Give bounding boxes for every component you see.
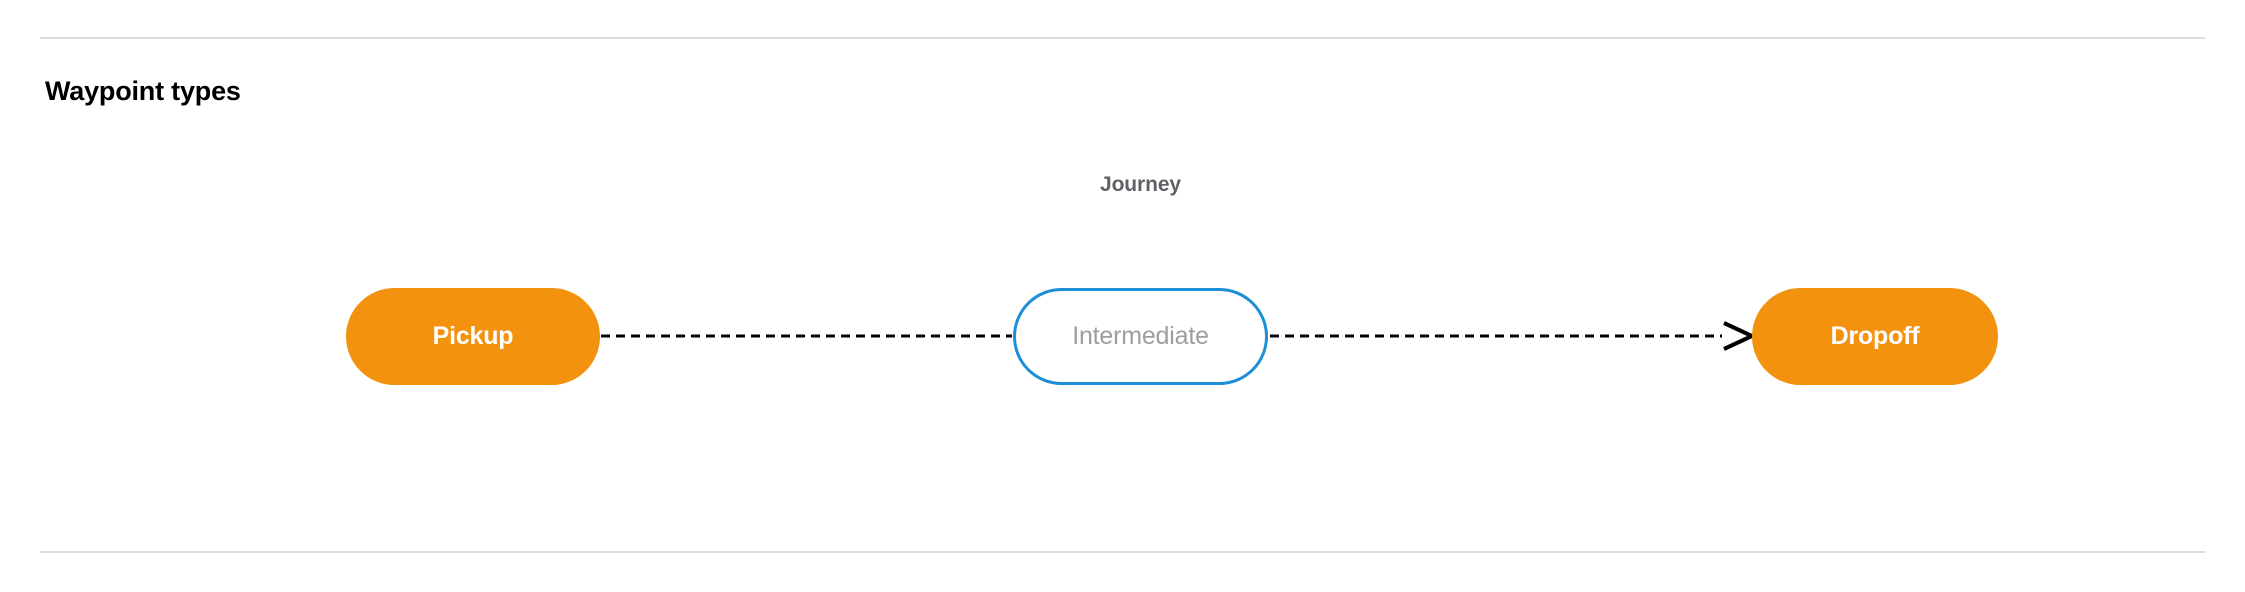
waypoint-node-intermediate[interactable]: Intermediate: [1013, 288, 1268, 385]
waypoint-node-pickup-label: Pickup: [432, 322, 514, 350]
waypoint-node-pickup[interactable]: Pickup: [346, 288, 600, 385]
arrowhead-icon: [1723, 321, 1757, 351]
journey-group-label: Journey: [1100, 173, 1181, 196]
page-title: Waypoint types: [45, 76, 241, 106]
bottom-divider: [40, 551, 2205, 553]
top-divider: [40, 37, 2205, 39]
waypoint-node-intermediate-label: Intermediate: [1072, 322, 1209, 350]
waypoint-node-dropoff-label: Dropoff: [1830, 322, 1920, 350]
waypoint-node-dropoff[interactable]: Dropoff: [1752, 288, 1998, 385]
